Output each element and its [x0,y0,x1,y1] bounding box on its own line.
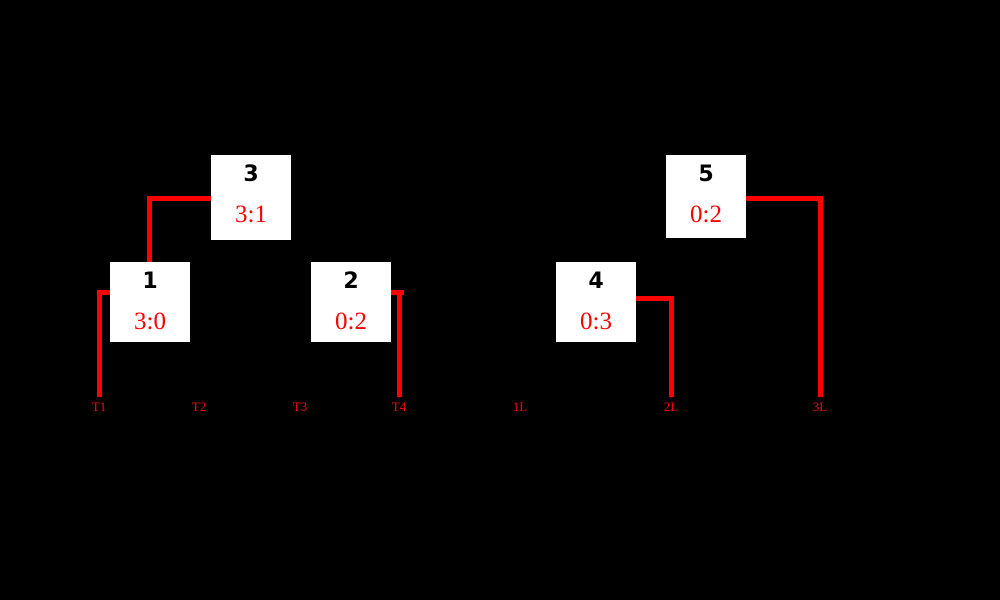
match-id: 2 [343,269,359,294]
match-score: 3:1 [235,201,267,228]
match-id: 1 [142,269,158,294]
leaf-label-1L[interactable]: 1L [512,399,528,414]
match4-to-2l-horizontal [634,296,674,301]
match-id: 5 [698,162,714,187]
match1-to-t1-vertical [97,290,102,397]
match-id: 4 [588,269,604,294]
match-node-5[interactable]: 5 0:2 [666,155,746,238]
match5-to-3l-horizontal [744,196,823,201]
leaf-tick-T4 [397,383,402,397]
leaf-tick-T1 [97,383,102,397]
match-node-3[interactable]: 3 3:1 [211,155,291,240]
match-score: 0:2 [335,308,367,335]
leaf-label-T1[interactable]: T1 [91,399,107,414]
leaf-label-T4[interactable]: T4 [391,399,407,414]
match-score: 0:3 [580,308,612,335]
leaf-label-T3[interactable]: T3 [292,399,308,414]
match-node-2[interactable]: 2 0:2 [311,262,391,342]
match2-to-t4-horizontal [389,290,404,295]
match-id: 3 [243,162,259,187]
match5-to-3l-vertical [818,196,823,397]
leaf-tick-2L [669,383,674,397]
leaf-label-3L[interactable]: 3L [812,399,828,414]
match-node-1[interactable]: 1 3:0 [110,262,190,342]
match2-to-t4-vertical [397,290,402,397]
match1-to-t1-horizontal [97,290,112,295]
match3-to-match1-horizontal [147,196,213,201]
leaf-label-2L[interactable]: 2L [663,399,679,414]
match4-to-2l-vertical [669,296,674,397]
match-score: 0:2 [690,201,722,228]
leaf-label-T2[interactable]: T2 [191,399,207,414]
match-score: 3:0 [134,308,166,335]
leaf-tick-3L [818,383,823,397]
match3-to-match1-vertical [147,196,152,264]
match-node-4[interactable]: 4 0:3 [556,262,636,342]
